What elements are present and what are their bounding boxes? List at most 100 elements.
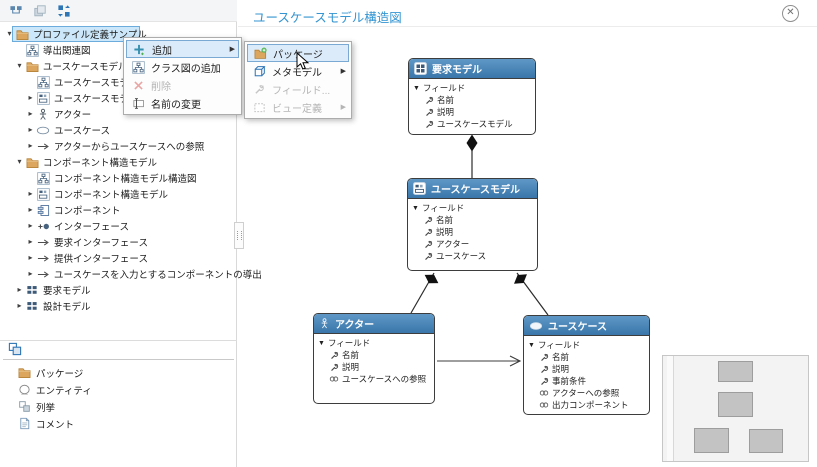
field-group[interactable]: ▼フィールド (413, 83, 466, 93)
copy-layers-icon[interactable] (32, 3, 47, 18)
chevron-right-icon[interactable]: ▸ (28, 205, 33, 214)
model-sync-icon[interactable] (56, 3, 71, 18)
panel-splitter-handle[interactable] (234, 222, 244, 249)
tree-item-provided-interface[interactable]: ▸ 提供インターフェース (0, 250, 237, 266)
reference-icon (329, 374, 339, 384)
field-row[interactable]: ユースケースへの参照 (318, 373, 430, 385)
menu-item-rename[interactable]: 名前の変更 (126, 94, 239, 112)
wrench-icon (424, 119, 434, 129)
field-row[interactable]: ユースケースモデル (413, 118, 531, 130)
tree-item-usecase-model-folder[interactable]: ▾ ユースケースモデル (0, 58, 237, 74)
tree-item-label: コンポーネント (54, 206, 121, 217)
toolbox-icon[interactable] (8, 342, 22, 356)
toolbox-item-label: コメント (36, 419, 75, 431)
tree-item-component-structure-diagram[interactable]: コンポーネント構造モデル構造図 (0, 170, 237, 186)
field-row[interactable]: アクターへの参照 (528, 387, 645, 399)
chevron-right-icon[interactable]: ▸ (28, 93, 33, 102)
tree-item-label: コンポーネント構造モデル (43, 158, 158, 169)
note-icon (17, 417, 31, 431)
field-row[interactable]: 名前 (413, 94, 531, 106)
diagram-node-usecase-model[interactable]: ユースケースモデル ▼フィールド 名前 説明 アクター ユースケース (407, 178, 538, 271)
chevron-right-icon[interactable]: ▸ (28, 253, 33, 262)
tree-item-component-structure-model-folder[interactable]: ▾ コンポーネント構造モデル (0, 154, 237, 170)
tree-item-actor-to-usecase-reference[interactable]: ▸ アクターからユースケースへの参照 (0, 138, 237, 154)
field-wrench-icon (251, 82, 267, 96)
chevron-right-icon[interactable]: ▸ (28, 141, 33, 150)
field-group[interactable]: ▼フィールド (528, 340, 581, 350)
field-group[interactable]: ▼フィールド (412, 203, 465, 213)
field-row[interactable]: 説明 (412, 226, 533, 238)
menu-item-add-class-diagram[interactable]: クラス図の追加 (126, 58, 239, 76)
chevron-right-icon[interactable]: ▸ (28, 109, 33, 118)
minimap-node (718, 392, 753, 417)
field-row[interactable]: アクター (412, 238, 533, 250)
close-view-button[interactable]: ✕ (782, 5, 799, 22)
chevron-right-icon[interactable]: ▸ (17, 285, 22, 294)
field-row[interactable]: 出力コンポーネント (528, 399, 645, 411)
tree-item-required-interface[interactable]: ▸ 要求インターフェース (0, 234, 237, 250)
tree-item-usecase-model[interactable]: ▸ ユースケースモデル (0, 90, 237, 106)
tree-item-derived-relation-diagram[interactable]: 導出関連図 (0, 42, 237, 58)
entity-icon (413, 182, 426, 195)
wrench-icon (329, 362, 339, 372)
tree-item-usecase-model-structure-diagram[interactable]: ユースケースモデル構造図 (0, 74, 237, 90)
chevron-down-icon[interactable]: ▾ (17, 61, 22, 70)
menu-item-add[interactable]: 追加 ▶ (126, 40, 239, 58)
diagram-node-requirement-model[interactable]: 要求モデル ▼フィールド 名前 説明 ユースケースモデル (408, 58, 536, 135)
toolbox-item-label: 列挙 (36, 402, 56, 414)
close-icon: ✕ (786, 7, 795, 18)
tree-item-actor[interactable]: ▸ アクター (0, 106, 237, 122)
model-tree-icon[interactable] (8, 3, 23, 18)
chevron-right-icon[interactable]: ▸ (17, 301, 22, 310)
tree-item-label: ユースケースモデル (43, 62, 128, 73)
tree-item-label: ユースケース (54, 126, 111, 137)
tree-item-interface[interactable]: ▸ インターフェース (0, 218, 237, 234)
tree-item-label: 要求モデル (43, 286, 91, 297)
diagram-node-usecase[interactable]: ユースケース ▼フィールド 名前 説明 事前条件 アクターへの参照 出力コンポー… (523, 315, 650, 415)
field-row[interactable]: 説明 (318, 361, 430, 373)
field-row[interactable]: 説明 (413, 106, 531, 118)
field-row[interactable]: 説明 (528, 363, 645, 375)
toolbox-item-comment[interactable]: コメント (0, 415, 237, 432)
minimap-panel[interactable] (662, 355, 809, 462)
package-add-icon (252, 46, 268, 60)
delete-icon (130, 78, 146, 92)
chevron-right-icon[interactable]: ▸ (28, 189, 33, 198)
tree-item-usecase[interactable]: ▸ ユースケース (0, 122, 237, 138)
tree-item-label: インターフェース (54, 222, 129, 233)
toolbox-item-enumeration[interactable]: 列挙 (0, 398, 237, 415)
chevron-right-icon[interactable]: ▸ (28, 237, 33, 246)
field-row[interactable]: ユースケース (412, 250, 533, 262)
chevron-right-icon[interactable]: ▸ (28, 269, 33, 278)
field-group[interactable]: ▼フィールド (318, 338, 371, 348)
diagram-node-actor[interactable]: アクター ▼フィールド 名前 説明 ユースケースへの参照 (313, 313, 435, 404)
enum-icon (17, 400, 31, 414)
chevron-down-icon[interactable]: ▾ (17, 157, 22, 166)
node-header[interactable]: ユースケース (524, 316, 649, 336)
tree-item-label: ユースケースを入力とするコンポーネントの導出 (54, 270, 262, 281)
title-underline (238, 26, 817, 27)
chevron-right-icon[interactable]: ▸ (28, 125, 33, 134)
field-row[interactable]: 事前条件 (528, 375, 645, 387)
tree-item-requirement-model[interactable]: ▸ 要求モデル (0, 282, 237, 298)
tree-item-component-derivation[interactable]: ▸ ユースケースを入力とするコンポーネントの導出 (0, 266, 261, 282)
node-header[interactable]: ユースケースモデル (408, 179, 537, 199)
wrench-icon (423, 251, 433, 261)
toolbox-item-package[interactable]: パッケージ (0, 364, 237, 381)
chevron-right-icon[interactable]: ▸ (28, 221, 33, 230)
chevron-down-icon[interactable]: ▾ (7, 29, 12, 38)
submenu-item-metamodel[interactable]: メタモデル ▶ (247, 62, 349, 80)
toolbox-item-entity[interactable]: エンティティ (0, 381, 237, 398)
tree-item-component-structure-model[interactable]: ▸ コンポーネント構造モデル (0, 186, 237, 202)
tree-item-component[interactable]: ▸ コンポーネント (0, 202, 237, 218)
reference-icon (539, 400, 549, 410)
wrench-icon (424, 95, 434, 105)
field-row[interactable]: 名前 (528, 351, 645, 363)
node-header[interactable]: アクター (314, 314, 434, 334)
field-row[interactable]: 名前 (318, 349, 430, 361)
tree-item-design-model[interactable]: ▸ 設計モデル (0, 298, 237, 314)
node-header[interactable]: 要求モデル (409, 59, 535, 79)
field-row[interactable]: 名前 (412, 214, 533, 226)
tree-item-profile-sample[interactable]: ▾ プロファイル定義サンプル (0, 26, 237, 42)
wrench-icon (329, 350, 339, 360)
